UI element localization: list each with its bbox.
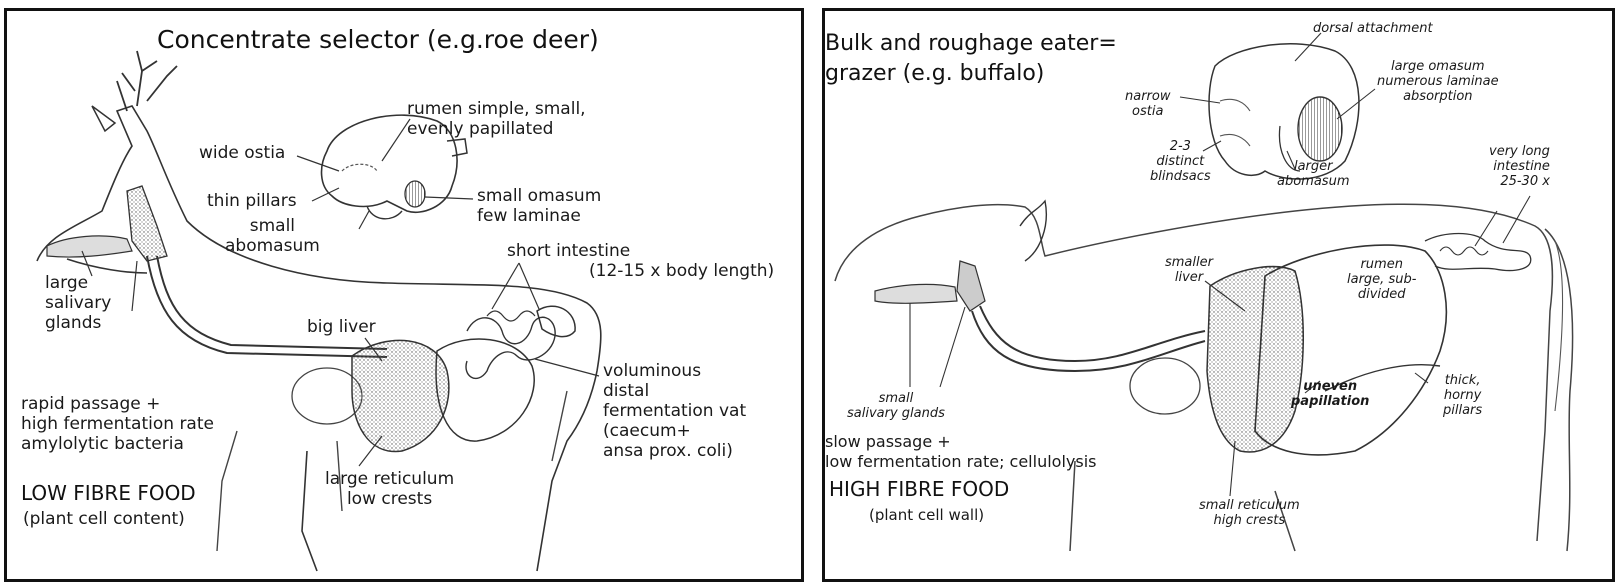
small-omasum-drawing — [405, 181, 425, 207]
mouth — [47, 236, 132, 257]
label-small-reticulum: small reticulum high crests — [1199, 498, 1300, 528]
label-rumen-large: rumen large, sub- divided — [1347, 257, 1416, 302]
label-smaller-liver: smaller liver — [1165, 255, 1213, 285]
lung-shape — [1130, 358, 1200, 414]
stomach-complex — [436, 339, 534, 441]
deer-ear — [92, 106, 115, 131]
intestine-coils — [1425, 234, 1531, 271]
buffalo-tail — [1545, 229, 1573, 551]
label-narrow-ostia: narrow ostia — [1125, 89, 1170, 119]
salivary-glands — [127, 186, 167, 261]
large-omasum-drawing — [1298, 97, 1342, 161]
big-liver — [352, 340, 449, 451]
label-small-omasum: small omasum few laminae — [477, 186, 601, 226]
label-very-long-intestine: very long intestine 25-30 x — [1489, 144, 1550, 189]
label-salivary-glands: large salivary glands — [45, 273, 111, 333]
label-small-salivary: small salivary glands — [847, 391, 945, 421]
label-large-reticulum: large reticulum low crests — [325, 469, 454, 509]
deer-antlers — [117, 51, 177, 111]
right-food-sub: (plant cell wall) — [869, 505, 984, 525]
left-food-heading: LOW FIBRE FOOD — [21, 481, 196, 505]
caecum — [537, 306, 575, 336]
right-title: Bulk and roughage eater= grazer (e.g. bu… — [825, 29, 1117, 89]
small-abomasum-drawing — [367, 206, 402, 219]
label-small-abomasum: small abomasum — [225, 216, 320, 256]
right-food-heading: HIGH FIBRE FOOD — [829, 477, 1009, 501]
label-voluminous: voluminous distal fermentation vat (caec… — [603, 361, 746, 461]
buffalo-panel: Bulk and roughage eater= grazer (e.g. bu… — [822, 8, 1615, 582]
salivary-glands — [957, 261, 985, 311]
roe-deer-panel: Concentrate selector (e.g.roe deer) rume… — [4, 8, 804, 582]
label-blindsacs: 2-3 distinct blindsacs — [1150, 139, 1211, 184]
label-thick-pillars: thick, horny pillars — [1443, 373, 1482, 418]
label-big-liver: big liver — [307, 317, 376, 337]
label-short-intestine: short intestine — [507, 241, 630, 261]
label-larger-abomasum: larger abomasum — [1277, 159, 1349, 189]
buffalo-horn — [1020, 201, 1046, 261]
oesophagus — [980, 306, 1205, 361]
oesophagus — [147, 256, 387, 357]
label-uneven-papillation: uneven papillation — [1291, 379, 1369, 409]
left-food-sub: (plant cell content) — [23, 509, 185, 529]
label-dorsal-attachment: dorsal attachment — [1313, 21, 1433, 36]
mouth — [875, 284, 957, 303]
label-wide-ostia: wide ostia — [199, 143, 285, 163]
label-large-omasum: large omasum numerous laminae absorption — [1377, 59, 1499, 104]
label-thin-pillars: thin pillars — [207, 191, 297, 211]
label-rapid-passage: rapid passage + high fermentation rate a… — [21, 394, 214, 454]
left-title: Concentrate selector (e.g.roe deer) — [157, 25, 599, 55]
label-slow-passage: slow passage + low fermentation rate; ce… — [825, 432, 1096, 472]
label-short-intestine-ratio: (12-15 x body length) — [589, 261, 774, 281]
label-rumen: rumen simple, small, evenly papillated — [407, 99, 586, 139]
